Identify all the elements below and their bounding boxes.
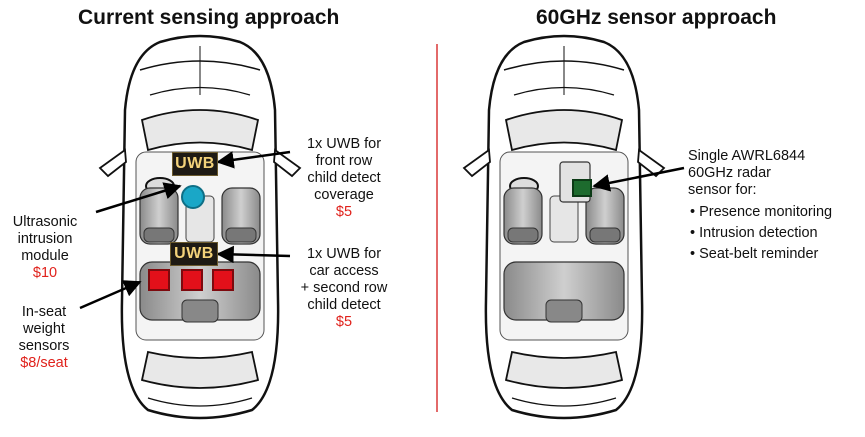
callout-line: 1x UWB for [306, 136, 382, 152]
weight-sensor-markers [148, 269, 234, 291]
right-panel-title: 60GHz sensor approach [536, 6, 777, 29]
callout-line: Ultrasonic [12, 214, 78, 230]
uwb-tag-front: UWB [172, 152, 218, 176]
list-item: • Presence monitoring [690, 204, 833, 220]
callout-front-uwb: 1x UWB for front row child detect covera… [288, 136, 400, 221]
callout-line: 60GHz radar [688, 165, 772, 181]
callout-line: child detect [307, 297, 381, 313]
arrow-weight [79, 280, 142, 310]
uwb-tag-access: UWB [170, 242, 218, 266]
panel-divider [436, 44, 438, 412]
price-label: $10 [32, 265, 58, 281]
list-item: • Intrusion detection [690, 225, 818, 241]
radar-feature-list: • Presence monitoring • Intrusion detect… [690, 202, 860, 265]
callout-line: front row [315, 153, 373, 169]
arrow-ultrasonic [95, 182, 182, 214]
callout-line: intrusion [17, 231, 73, 247]
callout-line: 1x UWB for [306, 246, 382, 262]
arrow-front-uwb [216, 150, 291, 169]
ultrasonic-sensor-marker [181, 185, 205, 209]
left-car [98, 34, 302, 420]
callout-line: + second row [300, 280, 388, 296]
left-panel-title: Current sensing approach [78, 6, 340, 29]
callout-line: weight [23, 321, 65, 337]
callout-line: In-seat [21, 304, 67, 320]
callout-line: module [21, 248, 69, 264]
callout-ultrasonic: Ultrasonic intrusion module $10 [2, 214, 88, 282]
right-car [462, 34, 666, 420]
callout-line: coverage [314, 187, 374, 203]
arrow-access-uwb [216, 245, 291, 264]
price-label: $5 [335, 204, 353, 220]
callout-line: sensor for: [688, 182, 757, 198]
callout-line: child detect [307, 170, 381, 186]
radar-sensor-marker [572, 179, 592, 197]
list-item: • Seat-belt reminder [690, 246, 819, 262]
arrow-radar [592, 166, 685, 192]
callout-line: car access [309, 263, 379, 279]
price-label: $8/seat [20, 355, 68, 371]
callout-line: sensors [18, 338, 70, 354]
price-label: $5 [335, 314, 353, 330]
callout-access-uwb: 1x UWB for car access + second row child… [286, 246, 402, 331]
callout-weight: In-seat weight sensors $8/seat [4, 304, 84, 372]
callout-line: Single AWRL6844 [688, 148, 806, 164]
callout-radar: Single AWRL6844 60GHz radar sensor for: [688, 148, 858, 199]
